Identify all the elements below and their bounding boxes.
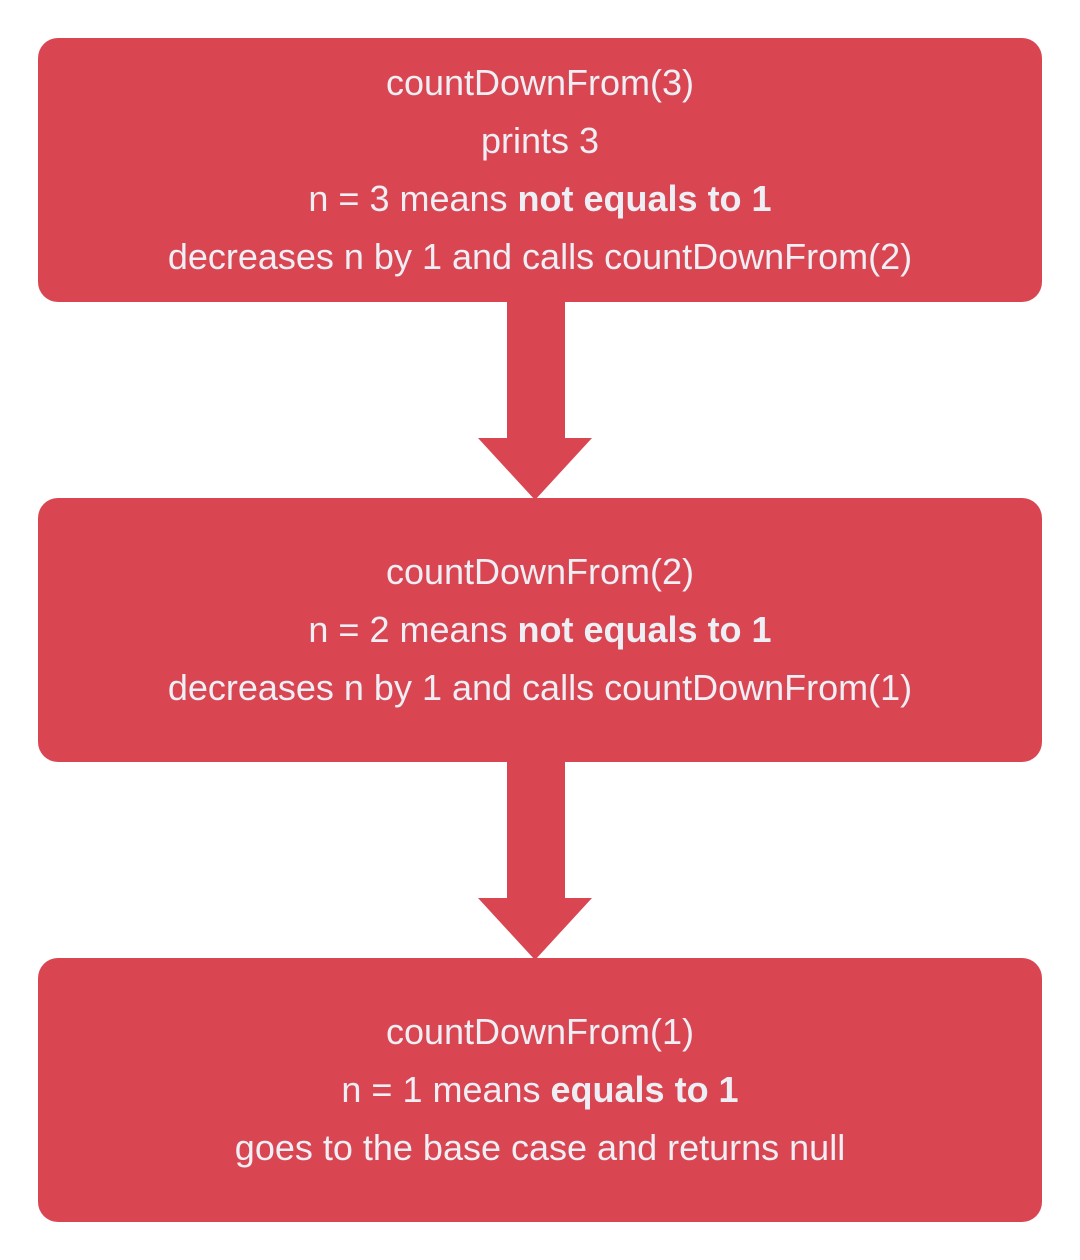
down-arrow-icon [478, 300, 592, 500]
condition-result: not equals to 1 [517, 609, 772, 650]
arrow-shape [478, 300, 592, 500]
step-condition: n = 1 means equals to 1 [341, 1061, 738, 1119]
down-arrow-icon [478, 760, 592, 960]
step-action: decreases n by 1 and calls countDownFrom… [167, 667, 913, 708]
step-action: goes to the base case and returns null [234, 1127, 846, 1168]
step-print: prints 3 [480, 120, 600, 161]
condition-result: equals to 1 [550, 1069, 739, 1110]
step-call: countDownFrom(1) [385, 1011, 695, 1052]
step-action: decreases n by 1 and calls countDownFrom… [167, 236, 913, 277]
arrow-shape [478, 760, 592, 960]
condition-prefix: n = 2 means [308, 609, 518, 650]
step-box-count-down-from-2: countDownFrom(2) n = 2 means not equals … [38, 498, 1042, 762]
step-call: countDownFrom(3) [385, 62, 695, 103]
step-call: countDownFrom(2) [385, 551, 695, 592]
step-box-count-down-from-1: countDownFrom(1) n = 1 means equals to 1… [38, 958, 1042, 1222]
condition-prefix: n = 3 means [308, 178, 518, 219]
step-box-count-down-from-3: countDownFrom(3) prints 3 n = 3 means no… [38, 38, 1042, 302]
condition-result: not equals to 1 [517, 178, 772, 219]
step-condition: n = 3 means not equals to 1 [308, 170, 771, 228]
condition-prefix: n = 1 means [341, 1069, 551, 1110]
step-condition: n = 2 means not equals to 1 [308, 601, 771, 659]
